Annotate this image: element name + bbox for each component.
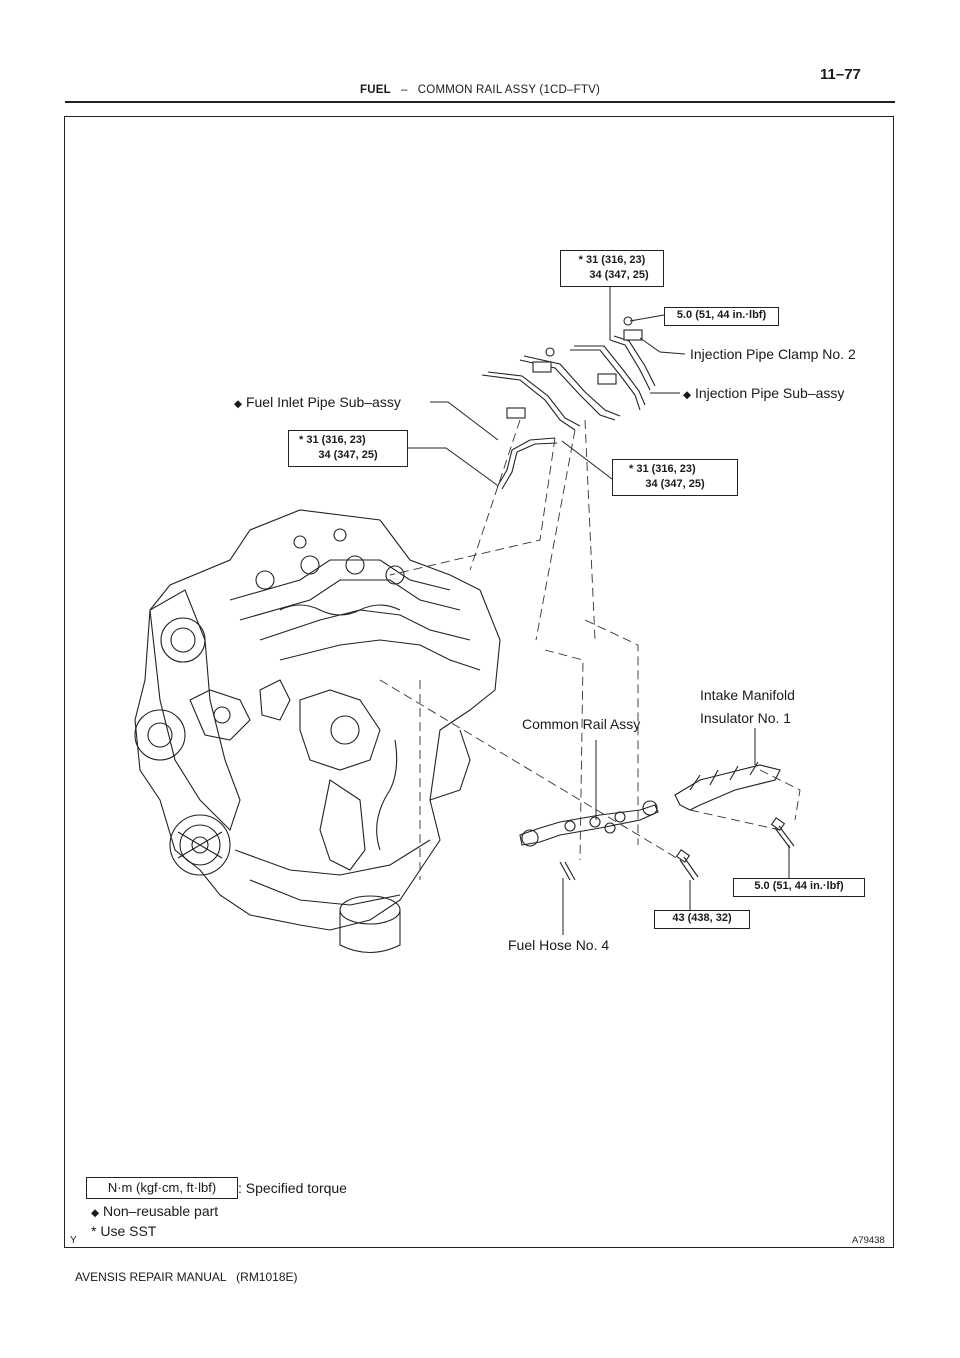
label-text: Intake Manifold — [700, 687, 795, 703]
label-text: Injection Pipe Sub–assy — [694, 385, 845, 401]
torque-value: * 31 (316, 23) — [578, 254, 646, 266]
page-number: 11–77 — [820, 66, 861, 83]
label-text: Fuel Inlet Pipe Sub–assy — [245, 394, 401, 410]
manual-footer: AVENSIS REPAIR MANUAL (RM1018E) — [75, 1270, 298, 1284]
figure-id: A79438 — [852, 1235, 885, 1246]
legend-sst: * Use SST — [91, 1223, 157, 1239]
torque-value: 5.0 (51, 44 in.·lbf) — [754, 880, 844, 892]
torque-callout-clamp: 5.0 (51, 44 in.·lbf) — [664, 307, 779, 326]
page-header: FUEL – COMMON RAIL ASSY (1CD–FTV) — [0, 84, 960, 96]
legend-unit-description: : Specified torque — [238, 1180, 347, 1196]
torque-value: 43 (438, 32) — [672, 912, 732, 924]
legend-unit-text: N·m (kgf·cm, ft·lbf) — [107, 1180, 217, 1195]
engine-drawing — [134, 509, 501, 953]
label-fuel-hose: Fuel Hose No. 4 — [508, 937, 609, 953]
torque-callout-rail: 43 (438, 32) — [654, 910, 750, 929]
diamond-icon: ◆ — [683, 389, 692, 401]
torque-callout-left: * 31 (316, 23) 34 (347, 25) — [288, 430, 408, 467]
diamond-icon: ◆ — [91, 1207, 100, 1219]
torque-callout-insulator: 5.0 (51, 44 in.·lbf) — [733, 878, 865, 897]
legend-unit-box: N·m (kgf·cm, ft·lbf) — [86, 1177, 238, 1199]
label-text: Common Rail Assy — [522, 716, 641, 732]
label-intake-manifold-insulator: Intake Manifold Insulator No. 1 — [700, 684, 795, 730]
common-rail-drawing — [519, 761, 795, 881]
torque-value: * 31 (316, 23) — [629, 463, 696, 475]
section-title: COMMON RAIL ASSY (1CD–FTV) — [417, 84, 601, 96]
legend-non-reusable: ◆ Non–reusable part — [91, 1203, 218, 1219]
torque-callout-top: * 31 (316, 23) 34 (347, 25) — [560, 250, 664, 287]
label-text: Fuel Hose No. 4 — [508, 937, 610, 953]
torque-value: 34 (347, 25) — [318, 449, 378, 461]
figure-frame — [64, 116, 894, 1248]
diamond-icon: ◆ — [234, 398, 243, 410]
legend-text: Non–reusable part — [102, 1203, 219, 1219]
label-common-rail: Common Rail Assy — [522, 716, 640, 732]
label-fuel-inlet-pipe: ◆ Fuel Inlet Pipe Sub–assy — [234, 394, 401, 410]
torque-value: 34 (347, 25) — [589, 269, 649, 281]
torque-value: 34 (347, 25) — [645, 478, 705, 490]
header-rule — [65, 101, 895, 103]
header-separator: – — [401, 84, 408, 96]
torque-callout-right: * 31 (316, 23) 34 (347, 25) — [612, 459, 738, 496]
label-text: Injection Pipe Clamp No. 2 — [690, 346, 856, 362]
label-injection-pipe-sub-assy: ◆ Injection Pipe Sub–assy — [683, 385, 844, 401]
injection-pipes-drawing — [481, 316, 656, 490]
torque-value: 5.0 (51, 44 in.·lbf) — [676, 309, 767, 321]
assembly-dashed-lines — [379, 419, 801, 880]
label-injection-pipe-clamp: Injection Pipe Clamp No. 2 — [690, 346, 856, 362]
torque-value: * 31 (316, 23) — [299, 434, 366, 446]
leader-lines — [408, 287, 790, 935]
frame-corner-code: Y — [70, 1235, 77, 1246]
label-text: Insulator No. 1 — [700, 710, 792, 726]
section-name: FUEL — [359, 84, 391, 96]
